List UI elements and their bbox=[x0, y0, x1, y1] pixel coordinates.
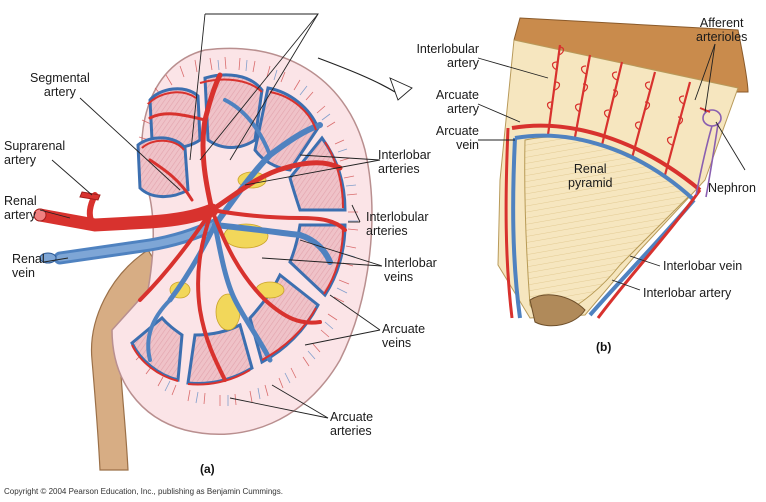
panel-label-b: (b) bbox=[596, 340, 612, 354]
label-nephron: Nephron bbox=[708, 181, 756, 195]
renal-vein-tree bbox=[53, 98, 333, 363]
label-renal-artery: Renal artery bbox=[4, 194, 37, 222]
label-arcuate-veins: Arcuate veins bbox=[382, 322, 426, 350]
renal-artery-opening bbox=[33, 208, 47, 222]
arcuate-artery-b bbox=[511, 123, 702, 192]
cortex-radial-vessels bbox=[135, 56, 359, 406]
label-arcuate-artery: Arcuate artery bbox=[435, 88, 479, 116]
glomeruli-b bbox=[546, 46, 685, 146]
kidney-section bbox=[33, 47, 373, 471]
label-suprarenal-artery: Suprarenal artery bbox=[4, 139, 66, 167]
label-interlobular-arteries: Interlobular arteries bbox=[366, 210, 429, 238]
interlobar-artery-b bbox=[596, 189, 702, 319]
arcuate-vein-b bbox=[514, 133, 696, 202]
label-renal-vein: Renal vein bbox=[12, 252, 45, 280]
renal-pyramids bbox=[130, 73, 347, 385]
left-interlobar-vessels bbox=[511, 137, 522, 319]
label-arcuate-arteries: Arcuate arteries bbox=[330, 410, 374, 438]
leader-lines-b bbox=[477, 43, 746, 291]
renal-papilla bbox=[529, 294, 586, 327]
label-interlobar-arteries: Interlobar arteries bbox=[378, 148, 431, 176]
label-interlobular-artery: Interlobular artery bbox=[416, 42, 479, 70]
interlobular-arteries-b bbox=[546, 44, 692, 176]
suprarenal-artery-stub bbox=[79, 191, 101, 201]
label-segmental-artery: Segmental artery bbox=[30, 71, 90, 99]
left-interlobar-artery bbox=[504, 127, 514, 319]
pyramid-detail bbox=[497, 17, 749, 327]
nephron-shape bbox=[695, 109, 722, 198]
leader-lines-a bbox=[39, 13, 413, 419]
label-renal-pyramid: Renal pyramid bbox=[568, 162, 613, 190]
label-interlobar-artery: Interlobar artery bbox=[643, 286, 732, 300]
label-interlobar-veins: Interlobar veins bbox=[384, 256, 437, 284]
label-interlobar-vein: Interlobar vein bbox=[663, 259, 743, 273]
label-arcuate-vein: Arcuate vein bbox=[435, 124, 479, 152]
label-afferent-arterioles: Afferent arterioles bbox=[696, 16, 748, 44]
renal-artery-tree bbox=[33, 72, 347, 382]
panel-label-a: (a) bbox=[200, 462, 215, 476]
copyright-notice: Copyright © 2004 Pearson Education, Inc.… bbox=[4, 487, 283, 496]
cortex-veins bbox=[164, 59, 358, 406]
